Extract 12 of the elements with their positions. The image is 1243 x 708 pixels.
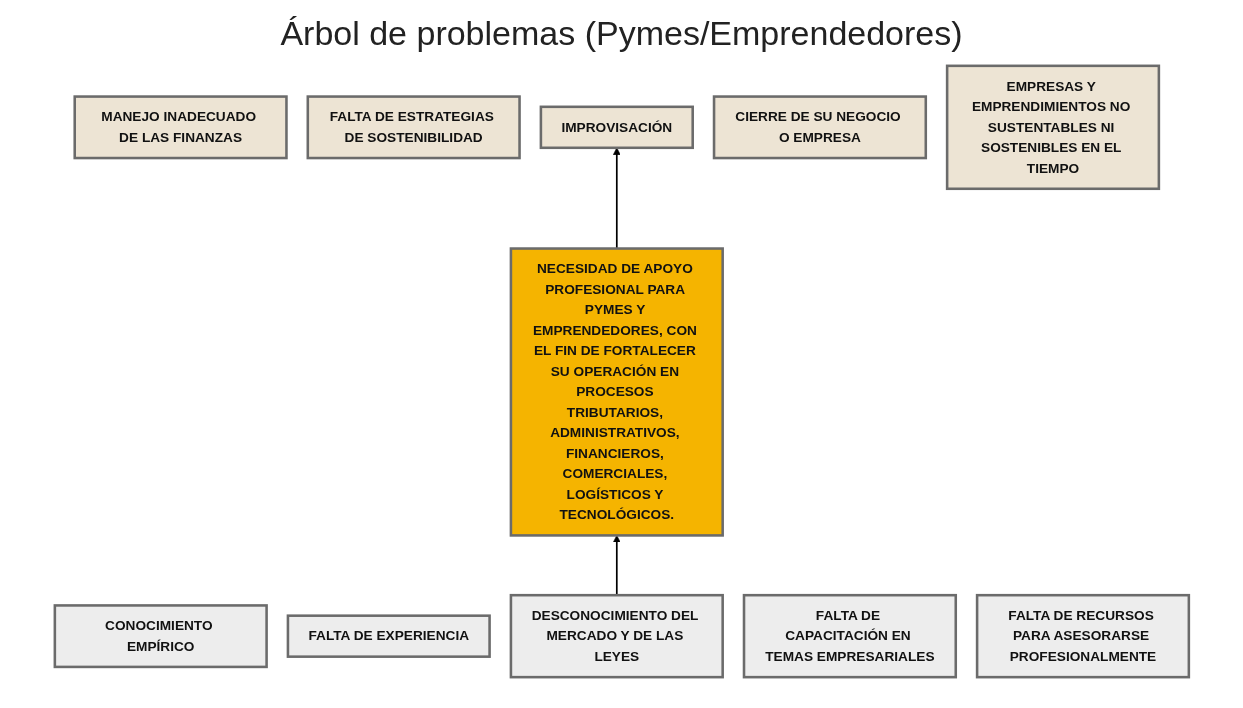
node-box: FALTA DE EXPERIENCIA [286, 614, 491, 658]
diagram-title: Árbol de problemas (Pymes/Emprendedores) [279, 14, 964, 53]
node-box: FALTA DE CAPACITACIÓN EN TEMAS EMPRESARIALES [742, 593, 957, 679]
node-box: CIERRE DE SU NEGOCIO O EMPRESA [712, 95, 927, 160]
node-box: FALTA DE RECURSOS PARA ASESORARSE PROFESIONALMENTE [975, 593, 1190, 679]
node-box: EMPRESAS Y EMPRENDIMIENTOS NO SUSTENTABLES NI SOSTENIBLES EN EL TIEMPO [945, 64, 1160, 191]
node-box: IMPROVISACIÓN [539, 105, 694, 150]
node-box: MANEJO INADECUADO DE LAS FINANZAS [73, 95, 288, 160]
node-box: NECESIDAD DE APOYO PROFESIONAL PARA PYMES Y EMPRENDEDORES, CON EL FIN DE FORTALECER SU OPERACIÓN EN PROCESOS TRIBUTARIOS, ADMINISTRATIVOS, FINANCIEROS, COMERCIALES, LOGÍSTICOS Y TECNOLÓGICOS. [509, 247, 724, 537]
node-box: DESCONOCIMIENTO DEL MERCADO Y DE LAS LEYES [509, 593, 724, 679]
node-box: CONOCIMIENTO EMPÍRICO [53, 604, 268, 669]
node-box: FALTA DE ESTRATEGIAS DE SOSTENIBILIDAD [306, 95, 521, 160]
